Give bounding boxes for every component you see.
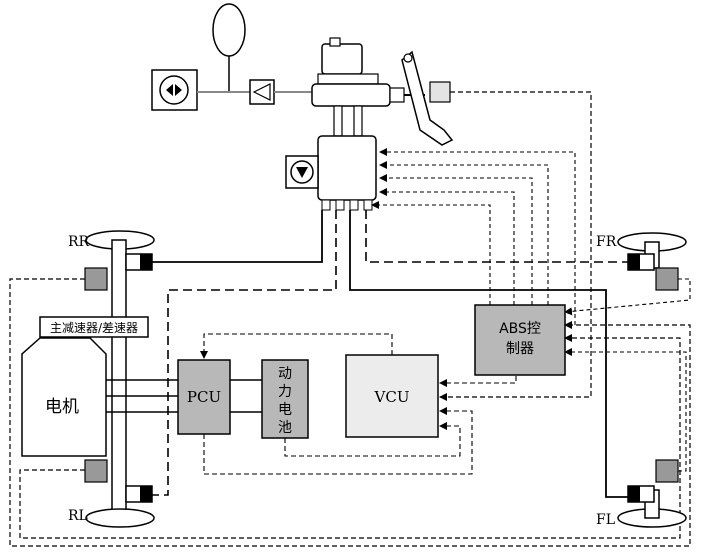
wheel-label-fl: FL <box>596 512 615 528</box>
abs-label-2: 制器 <box>506 341 534 357</box>
wheel-label-rr: RR <box>68 234 90 250</box>
battery-label-3: 电 <box>278 402 292 418</box>
abs-controller-box: ABS控 制器 <box>474 304 566 376</box>
abs-label-1: ABS控 <box>499 321 541 337</box>
battery-label-1: 动 <box>278 366 292 382</box>
abs-to-modulator-signals <box>371 148 576 325</box>
front-right-wheel <box>617 232 687 291</box>
hydraulic-modulator <box>285 135 377 211</box>
check-valve <box>249 79 318 105</box>
final-drive-label: 主减速器/差速器 <box>50 321 138 335</box>
outer-dashed-loop <box>9 278 691 547</box>
final-drive-box: 主减速器/差速器 <box>39 316 149 338</box>
master-cylinder <box>311 37 425 137</box>
vacuum-pump <box>151 69 250 111</box>
wheel-label-rl: RL <box>68 508 88 524</box>
battery-label-2: 力 <box>278 384 292 400</box>
battery-label-4: 池 <box>278 420 292 436</box>
motor-label: 电机 <box>45 397 79 417</box>
pcu-box: PCU <box>177 359 231 435</box>
battery-box: 动 力 电 池 <box>261 359 309 439</box>
vcu-label: VCU <box>374 388 410 406</box>
front-left-wheel <box>617 459 687 528</box>
pedal-position-sensor <box>429 81 592 401</box>
rear-axle <box>84 230 155 528</box>
pcu-label: PCU <box>187 388 221 406</box>
vacuum-reservoir <box>212 3 246 92</box>
motor-pcu-lines <box>106 379 178 413</box>
brake-lines-dashed <box>152 210 628 496</box>
brake-lines <box>152 210 628 498</box>
wheel-sensor-signals <box>564 278 691 472</box>
pcu-battery-lines <box>230 379 262 413</box>
vcu-box: VCU <box>345 354 439 438</box>
wheel-label-fr: FR <box>596 234 617 250</box>
vcu-signals <box>200 333 517 475</box>
motor-box: 电机 <box>21 337 107 457</box>
brake-pedal <box>401 50 454 146</box>
